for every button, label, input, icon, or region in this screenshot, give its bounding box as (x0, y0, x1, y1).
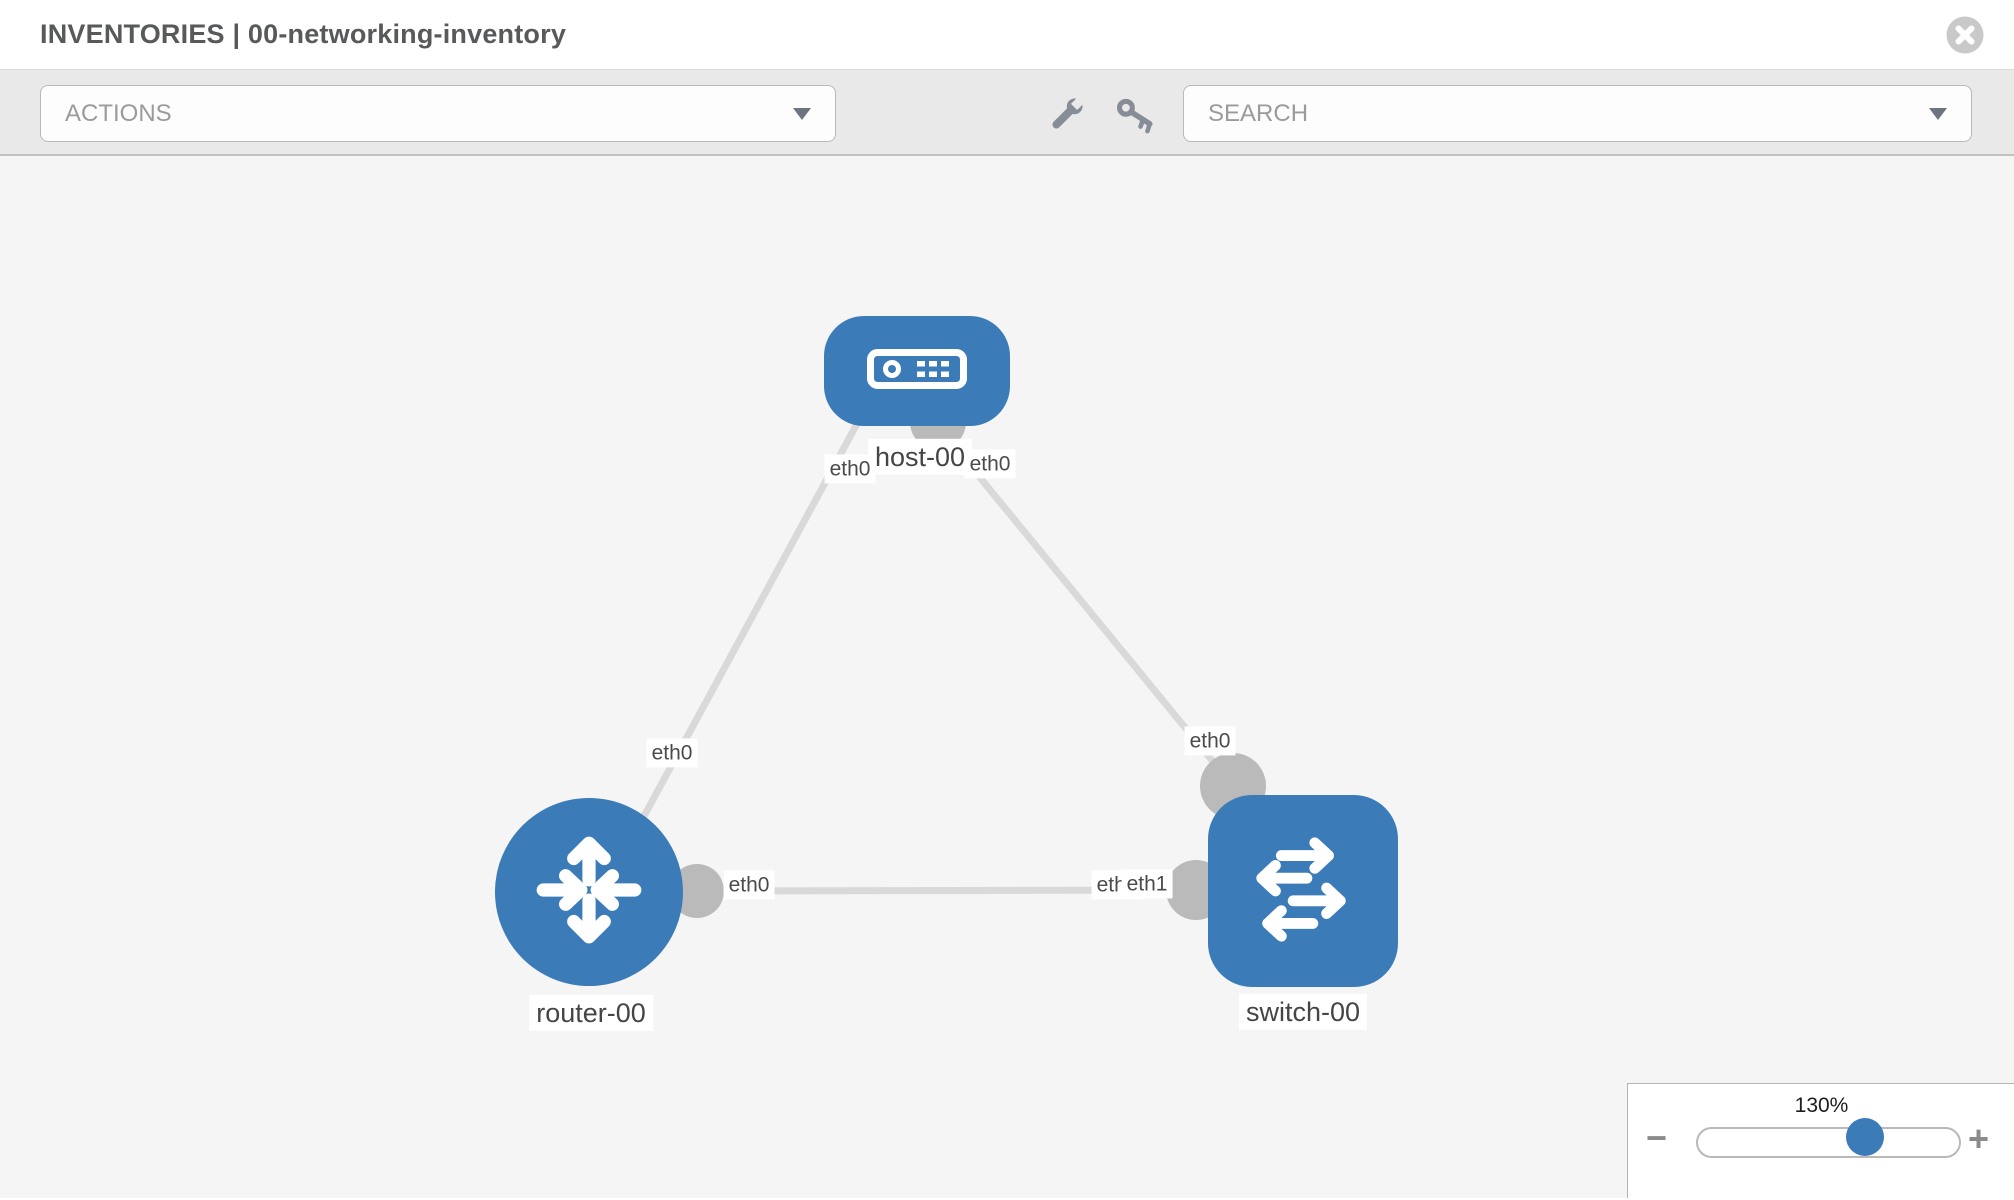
search-dropdown-label: SEARCH (1208, 99, 1309, 127)
interface-label: eth0 (964, 449, 1016, 479)
router-icon (528, 829, 650, 956)
zoom-in-button[interactable]: + (1968, 1118, 1990, 1159)
host-icon (867, 348, 967, 394)
zoom-level: 130% (1794, 1094, 1849, 1117)
chevron-down-icon (1929, 107, 1947, 120)
switch-icon (1244, 830, 1362, 953)
node-label-router: router-00 (529, 994, 653, 1032)
link-host-switch (933, 421, 1236, 789)
node-switch-00[interactable] (1208, 795, 1398, 987)
close-icon (1946, 16, 1984, 57)
interface-label: eth1 (1121, 869, 1173, 899)
node-host-00[interactable] (824, 316, 1010, 426)
node-label-host: host-00 (867, 438, 973, 476)
toolbar: ACTIONS SEA (0, 70, 2014, 156)
chevron-down-icon (793, 107, 811, 120)
actions-dropdown[interactable]: ACTIONS (40, 85, 836, 142)
header: INVENTORIES | 00-networking-inventory (0, 0, 2014, 70)
interface-label: eth0 (1184, 726, 1236, 756)
interface-label: eth0 (723, 870, 775, 900)
zoom-slider-track[interactable] (1696, 1127, 1961, 1158)
search-dropdown[interactable]: SEARCH (1183, 85, 1972, 142)
page-title: INVENTORIES | 00-networking-inventory (40, 19, 567, 49)
actions-dropdown-label: ACTIONS (65, 99, 172, 127)
node-router-00[interactable] (495, 798, 683, 986)
key-button[interactable] (1114, 94, 1158, 138)
interface-label: eth0 (646, 738, 698, 768)
zoom-out-button[interactable]: − (1646, 1117, 1668, 1158)
node-label-switch: switch-00 (1238, 993, 1368, 1031)
zoom-control-panel: 130% − + (1627, 1083, 2014, 1198)
wrench-icon (1045, 98, 1087, 139)
topology-canvas[interactable]: host-00 router-00 switch-00 eth0 eth0 et… (0, 156, 2014, 1198)
configure-button[interactable] (1044, 94, 1088, 138)
zoom-slider-thumb[interactable] (1846, 1118, 1884, 1156)
topology-links (639, 420, 1236, 895)
interface-label: eth0 (824, 454, 876, 484)
close-button[interactable] (1946, 16, 1984, 54)
key-icon (1114, 98, 1158, 141)
